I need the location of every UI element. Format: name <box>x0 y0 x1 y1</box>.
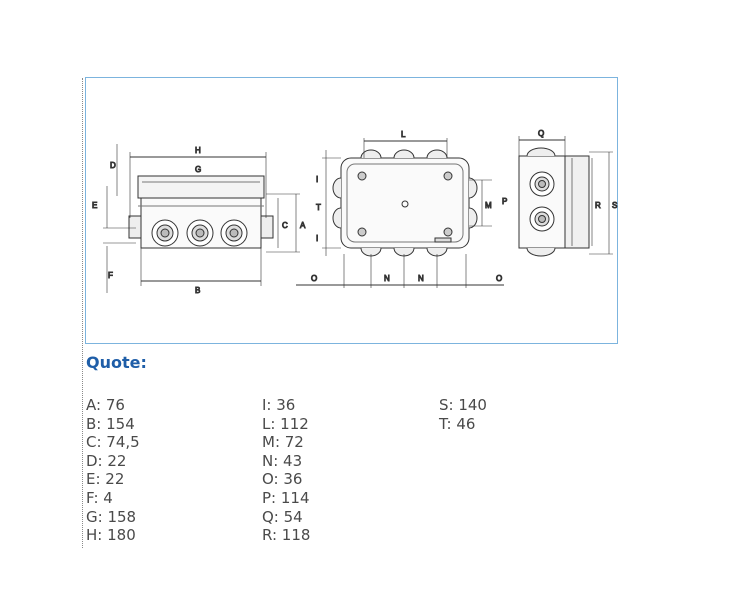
label-n-left: N <box>384 274 390 283</box>
label-q: Q <box>538 129 544 138</box>
quote-item: G: 158 <box>86 507 137 526</box>
quote-item: R: 118 <box>262 526 311 545</box>
quote-item: C: 74,5 <box>86 433 140 452</box>
quote-item: O: 36 <box>262 470 303 489</box>
quote-item: D: 22 <box>86 451 127 470</box>
label-h: H <box>195 146 201 155</box>
label-e: E <box>92 201 97 210</box>
quote-item: A: 76 <box>86 396 125 414</box>
quote-item: I: 36 <box>262 396 296 414</box>
quote-item: M: 72 <box>262 433 304 452</box>
side-view <box>518 136 613 257</box>
label-n-right: N <box>418 274 424 283</box>
label-s: S <box>612 201 617 210</box>
label-m: M <box>485 201 492 210</box>
front-view <box>103 144 300 293</box>
quote-item: L: 112 <box>262 414 309 433</box>
label-d: D <box>110 161 116 170</box>
quote-item: E: 22 <box>86 470 125 489</box>
label-c: C <box>282 221 288 230</box>
label-r: R <box>595 201 601 210</box>
quote-item: B: 154 <box>86 414 135 433</box>
quote-column-3: S: 140 T: 46 <box>439 396 487 433</box>
label-p: P <box>502 197 507 206</box>
quote-item: T: 46 <box>439 414 476 433</box>
top-view <box>296 138 504 288</box>
label-i-top: I <box>316 175 318 184</box>
quote-item: H: 180 <box>86 526 136 545</box>
label-b: B <box>195 286 200 295</box>
quote-title: Quote: <box>86 353 147 372</box>
quote-item: S: 140 <box>439 396 487 414</box>
quote-item: Q: 54 <box>262 507 303 526</box>
label-o-right: O <box>496 274 502 283</box>
drawing-svg: H G B D E F C A <box>92 129 618 296</box>
quote-item: N: 43 <box>262 451 303 470</box>
quote-column-2: I: 36 L: 112 M: 72 N: 43 O: 36 P: 114 Q:… <box>262 396 310 545</box>
dotted-guide-line <box>82 78 83 548</box>
quote-column-1: A: 76 B: 154 C: 74,5 D: 22 E: 22 F: 4 G:… <box>86 396 140 545</box>
quote-item: P: 114 <box>262 488 310 507</box>
quote-item: F: 4 <box>86 488 113 507</box>
label-a: A <box>300 221 306 230</box>
label-g: G <box>195 165 201 174</box>
label-f: F <box>108 271 113 280</box>
label-t: T <box>316 203 321 212</box>
technical-drawing: H G B D E F C A <box>85 77 618 344</box>
label-i-bottom: I <box>316 234 318 243</box>
label-l: L <box>401 130 406 139</box>
label-o-left: O <box>311 274 317 283</box>
